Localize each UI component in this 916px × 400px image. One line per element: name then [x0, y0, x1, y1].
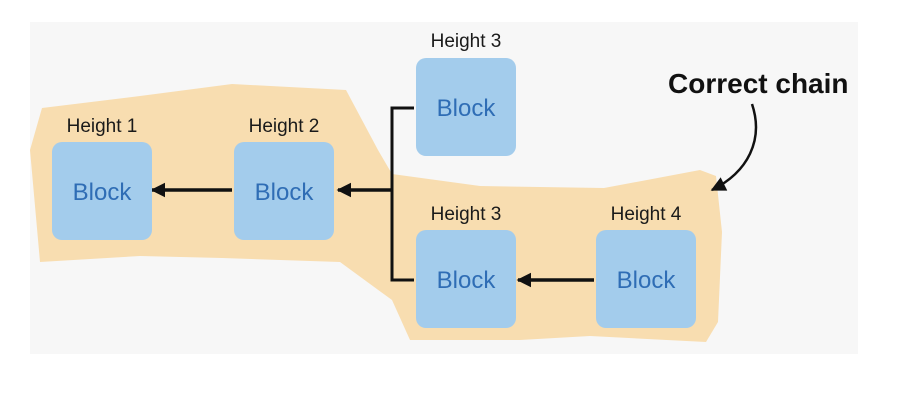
link-branch-to-b2: [390, 106, 414, 282]
height-label-4: Height 4: [611, 204, 682, 225]
height-label-1: Height 1: [67, 116, 138, 137]
block-2-text: Block: [255, 179, 315, 206]
block-1: [52, 142, 152, 240]
height-label-3-orphan: Height 3: [431, 31, 502, 52]
block-3-orphan: [416, 58, 516, 156]
block-4-text: Block: [617, 267, 677, 294]
block-3-orphan-text: Block: [437, 95, 497, 122]
correct-chain-region: [30, 84, 722, 342]
block-3-main-text: Block: [437, 267, 497, 294]
height-label-2: Height 2: [249, 116, 320, 137]
block-1-text: Block: [73, 179, 133, 206]
height-label-3-main: Height 3: [431, 204, 502, 225]
block-2: [234, 142, 334, 240]
block-4: [596, 230, 696, 328]
block-3-main: [416, 230, 516, 328]
annotation-correct-chain: Correct chain: [668, 68, 849, 99]
annotation-arrow: [710, 103, 758, 192]
